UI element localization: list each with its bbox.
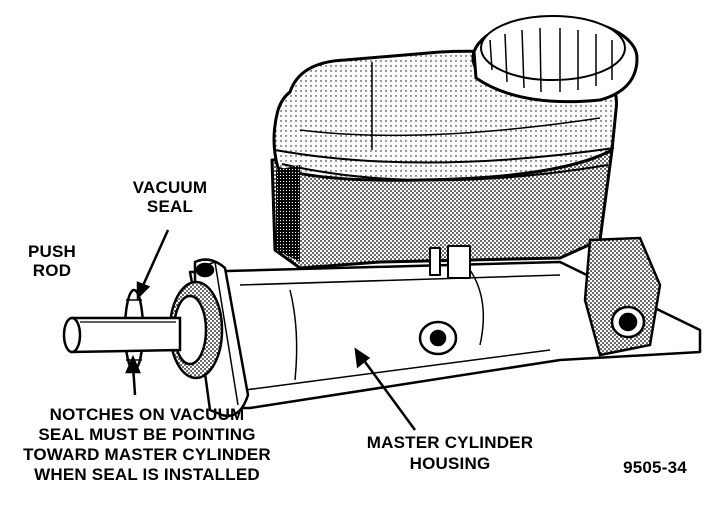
arrow-notches (125, 354, 141, 374)
outlet-fitting-right (583, 236, 662, 357)
label-notches-line3: TOWARD MASTER CYLINDER (23, 445, 271, 464)
figure-id: 9505-34 (610, 458, 700, 477)
label-notches-line1: NOTCHES ON VACUUM (49, 405, 245, 424)
label-notches-line2: SEAL MUST BE POINTING (38, 425, 256, 444)
label-notches-line4: WHEN SEAL IS INSTALLED (34, 465, 260, 484)
push-rod (62, 316, 182, 354)
label-vacuum-seal-line2: SEAL (146, 197, 194, 216)
label-push-rod: PUSH ROD (22, 242, 82, 280)
label-notches-note: NOTCHES ON VACUUM SEAL MUST BE POINTING … (2, 405, 292, 485)
label-housing-line1: MASTER CYLINDER (366, 433, 534, 452)
label-housing-line2: HOUSING (409, 454, 491, 473)
reservoir-cap (471, 15, 639, 104)
label-vacuum-seal-line1: VACUUM (132, 178, 208, 197)
label-push-rod-line2: ROD (32, 261, 72, 280)
boot-ring (168, 280, 224, 380)
figure-id-text: 9505-34 (623, 458, 687, 477)
leader-vacuum-seal (139, 229, 170, 291)
arrow-vacuum-seal (136, 281, 151, 301)
arrow-housing (354, 347, 371, 369)
leader-lines (125, 229, 417, 431)
label-vacuum-seal: VACUUM SEAL (130, 178, 210, 216)
leader-housing (358, 354, 417, 431)
label-master-cylinder-housing: MASTER CYLINDER HOUSING (355, 432, 545, 474)
label-push-rod-line1: PUSH (27, 242, 77, 261)
bleed-fitting-left (418, 320, 458, 356)
